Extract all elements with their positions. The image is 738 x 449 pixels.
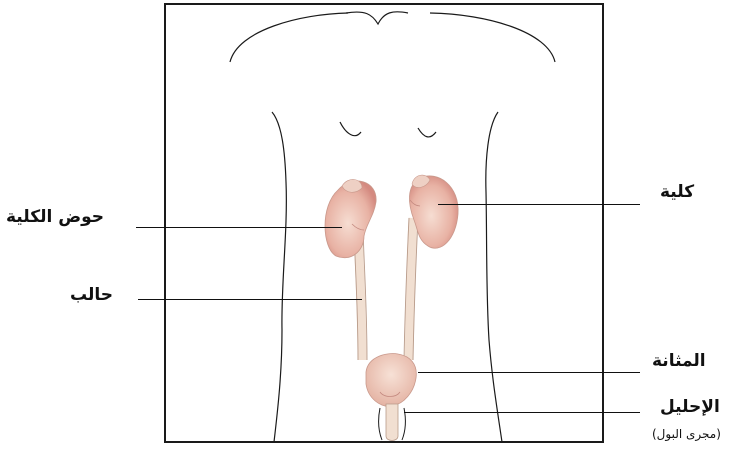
kidney-leader-line	[438, 204, 640, 205]
ureter-label: حالب	[70, 287, 113, 304]
bladder-label: المثانة	[652, 353, 706, 370]
left-kidney	[325, 179, 376, 257]
urethra-label: الإحليل	[660, 399, 720, 416]
renal-pelvis-label: حوض الكلية	[6, 209, 104, 226]
renal-pelvis-leader-line	[136, 227, 342, 228]
bladder-leader-line	[418, 372, 640, 373]
urethra-leader-line	[404, 412, 640, 413]
urethra-note-label: (مجرى البول)	[652, 428, 721, 440]
bladder	[366, 354, 416, 407]
kidney-label: كلية	[660, 184, 694, 201]
ureter-leader-line	[138, 299, 362, 300]
urethra	[379, 404, 406, 441]
